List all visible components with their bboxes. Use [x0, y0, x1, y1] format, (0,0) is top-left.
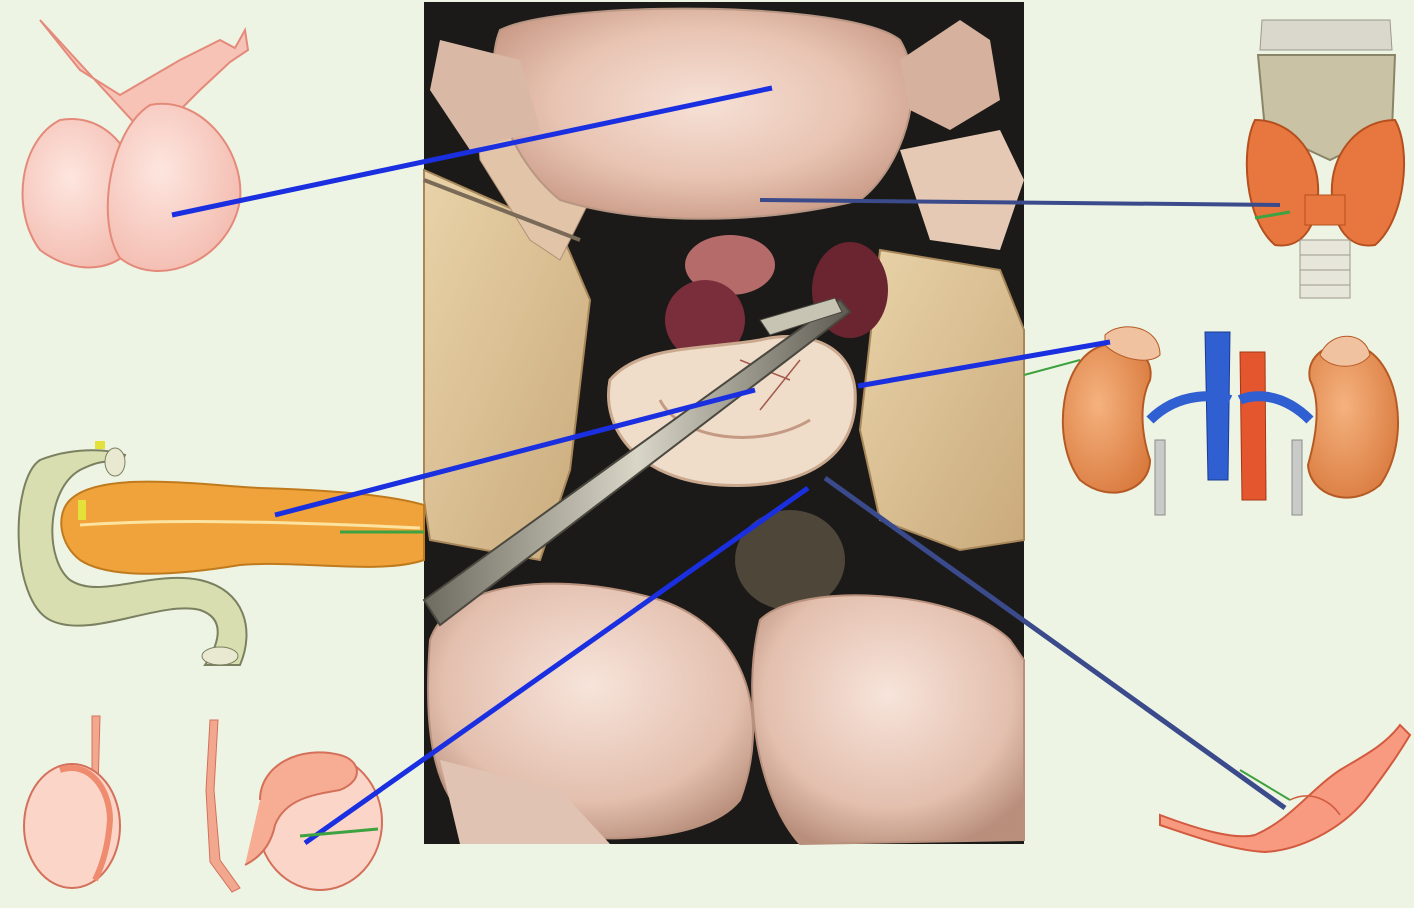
- ureter-right: [1292, 440, 1302, 515]
- pituitary-right-lobe: [108, 104, 241, 271]
- hyoid-cartilage: [1260, 20, 1392, 50]
- duodenum-opening-bottom: [202, 647, 238, 665]
- pancreas-icon: [19, 441, 424, 665]
- trachea: [1300, 240, 1350, 298]
- vena-cava: [1205, 332, 1230, 480]
- kidney-adrenal-icon: [1063, 327, 1398, 515]
- right-hind-leg: [752, 595, 1024, 844]
- kidney-right: [1308, 344, 1398, 498]
- pituitary-gland-icon: [23, 20, 248, 271]
- trachea-tube: [1300, 240, 1350, 298]
- adrenal-right: [1320, 336, 1370, 366]
- spermatic-cord-right: [206, 720, 240, 892]
- bile-duct-marker: [95, 441, 105, 449]
- leader-adrenal-tail: [1024, 360, 1080, 375]
- testis-icon: [24, 716, 382, 892]
- thyroid-gland-icon: [1247, 20, 1404, 298]
- ureter-left: [1155, 440, 1165, 515]
- frog-head-region: [494, 9, 912, 219]
- thyroid-isthmus: [1305, 195, 1345, 225]
- kidney-left: [1063, 344, 1151, 493]
- duodenum-opening-top: [105, 448, 125, 476]
- testis-left: [24, 764, 120, 888]
- renal-vessels: [1150, 396, 1310, 420]
- duct-marker: [78, 500, 86, 520]
- aorta: [1240, 352, 1266, 500]
- pancreas-body: [61, 482, 424, 574]
- dissected-frog-photo: [424, 2, 1024, 844]
